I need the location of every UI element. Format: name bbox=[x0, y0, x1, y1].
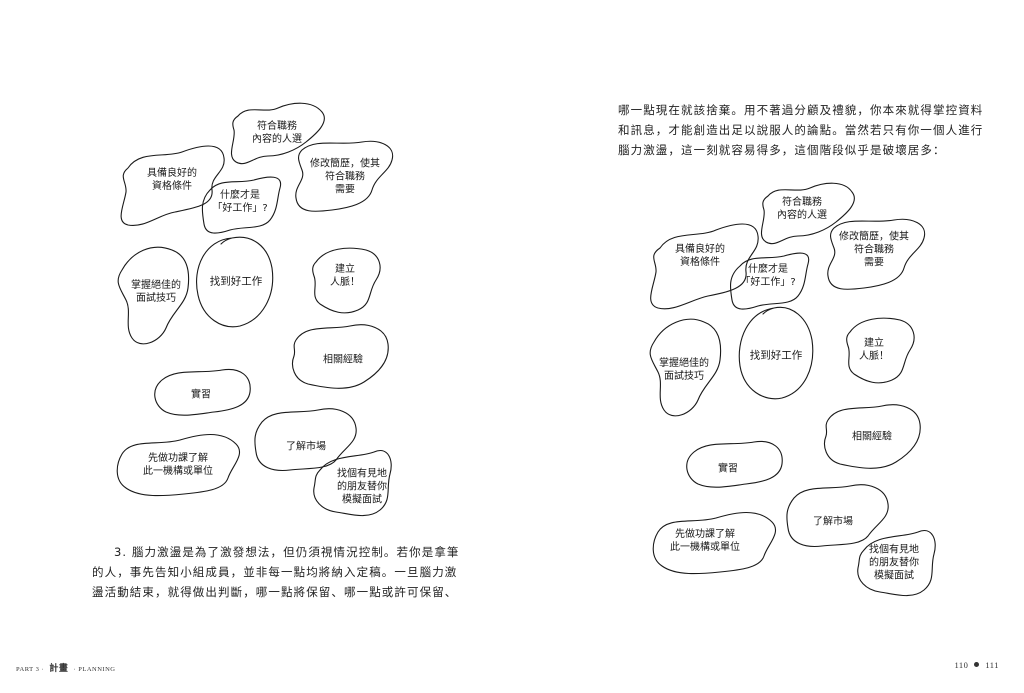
node-network: 建立 人脈！ bbox=[859, 338, 889, 362]
blob-interview-skills bbox=[117, 246, 190, 345]
blob-what-is-good-job bbox=[729, 252, 810, 310]
blob-interview-skills bbox=[649, 318, 722, 417]
blob-job-content bbox=[760, 182, 855, 245]
node-mock-interview: 找個有見地 的朋友替你 模擬面試 bbox=[337, 468, 387, 506]
blob-experience bbox=[291, 324, 389, 389]
node-interview-skills: 掌握絕佳的 面試技巧 bbox=[659, 358, 709, 382]
node-mock-interview: 找個有見地 的朋友替你 模擬面試 bbox=[869, 544, 919, 582]
node-network: 建立 人脈！ bbox=[330, 264, 360, 288]
right-paragraph: 哪一點現在就該捨棄。用不著過分顧及禮貌，你本來就得掌控資料 和訊息，才能創造出足… bbox=[618, 100, 983, 160]
node-what-is-good-job: 什麼才是 「好工作」? bbox=[740, 264, 796, 288]
node-understand-market: 了解市場 bbox=[286, 441, 326, 453]
node-edit-resume: 修改簡歷，使其 符合職務 需要 bbox=[839, 231, 909, 269]
blob-network bbox=[846, 317, 915, 384]
right-page: 哪一點現在就該捨棄。用不著過分顧及禮貌，你本來就得掌控資料 和訊息，才能創造出足… bbox=[512, 0, 1024, 693]
blob-research-org bbox=[116, 433, 241, 497]
node-understand-market: 了解市場 bbox=[813, 516, 853, 528]
center-label: 找到好工作 bbox=[749, 349, 803, 362]
node-what-is-good-job: 什麼才是 「好工作」? bbox=[212, 190, 268, 214]
page-number-right: 111 bbox=[985, 660, 999, 670]
blob-mock-interview bbox=[313, 450, 392, 517]
center-ellipse bbox=[738, 306, 814, 400]
left-page: 找到好工作 具備良好的 資格條件 符合職務 內容的人選 什麼才是 「好工作」? … bbox=[16, 102, 460, 674]
node-qualifications: 具備良好的 資格條件 bbox=[147, 168, 197, 192]
page-number-left: 110 bbox=[954, 660, 969, 670]
node-experience: 相關經驗 bbox=[852, 431, 892, 443]
right-mind-map-shapes bbox=[649, 182, 936, 597]
center-ellipse bbox=[196, 236, 274, 328]
blob-mock-interview bbox=[857, 530, 936, 597]
node-experience: 相關經驗 bbox=[323, 354, 363, 366]
running-footer: PART 3 · 計畫 · PLANNING bbox=[16, 664, 116, 674]
node-research-org: 先做功課了解 此一機構或單位 bbox=[670, 529, 740, 553]
left-mind-map: 找到好工作 具備良好的 資格條件 符合職務 內容的人選 什麼才是 「好工作」? … bbox=[116, 102, 394, 517]
blob-qualifications bbox=[650, 223, 759, 310]
right-mind-map: 找到好工作 具備良好的 資格條件 符合職務 內容的人選 什麼才是 「好工作」? … bbox=[512, 0, 1024, 693]
page-numbers: 110 111 bbox=[954, 660, 999, 670]
footer-title: 計畫 bbox=[49, 664, 69, 674]
blob-understand-market bbox=[786, 484, 889, 548]
node-interview-skills: 掌握絕佳的 面試技巧 bbox=[131, 280, 181, 304]
right-paragraph-line: 哪一點現在就該捨棄。用不著過分顧及禮貌，你本來就得掌控資料 bbox=[618, 103, 984, 117]
right-paragraph-line: 和訊息，才能創造出足以說服人的論點。當然若只有你一個人進行 bbox=[618, 123, 984, 137]
node-research-org: 先做功課了解 此一機構或單位 bbox=[143, 453, 213, 477]
left-paragraph: 3. 腦力激盪是為了激發想法，但仍須視情況控制。若你是拿筆 的人，事先告知小組成… bbox=[92, 542, 460, 602]
blob-network bbox=[312, 247, 381, 314]
blob-internship bbox=[686, 440, 783, 488]
bullet-icon bbox=[974, 662, 980, 667]
blob-internship bbox=[154, 368, 251, 416]
node-job-content: 符合職務 內容的人選 bbox=[777, 197, 827, 221]
node-job-content: 符合職務 內容的人選 bbox=[252, 121, 302, 145]
node-internship: 實習 bbox=[718, 463, 738, 475]
node-qualifications: 具備良好的 資格條件 bbox=[675, 244, 725, 268]
left-paragraph-line: 盪活動結束，就得做出判斷，哪一點將保留、哪一點或許可保留、 bbox=[92, 585, 458, 599]
blob-experience bbox=[823, 404, 921, 469]
blob-research-org bbox=[652, 511, 777, 575]
blob-job-content bbox=[230, 102, 325, 165]
right-paragraph-line: 腦力激盪，這一刻就容易得多，這個階段似乎是破壞居多： bbox=[618, 143, 946, 157]
left-mind-map-shapes bbox=[116, 102, 394, 517]
blob-edit-resume bbox=[827, 218, 926, 290]
left-paragraph-line: 的人，事先告知小組成員，並非每一點均將納入定稿。一旦腦力激 bbox=[92, 565, 458, 579]
blob-edit-resume bbox=[295, 140, 394, 212]
blob-qualifications bbox=[120, 145, 225, 226]
left-paragraph-line: 3. 腦力激盪是為了激發想法，但仍須視情況控制。若你是拿筆 bbox=[114, 545, 460, 559]
footer-part: PART 3 bbox=[16, 666, 40, 673]
center-label: 找到好工作 bbox=[209, 275, 263, 288]
node-edit-resume: 修改簡歷，使其 符合職務 需要 bbox=[310, 158, 380, 196]
footer-subtitle: PLANNING bbox=[78, 666, 116, 673]
node-internship: 實習 bbox=[191, 389, 211, 401]
blob-what-is-good-job bbox=[201, 176, 282, 234]
